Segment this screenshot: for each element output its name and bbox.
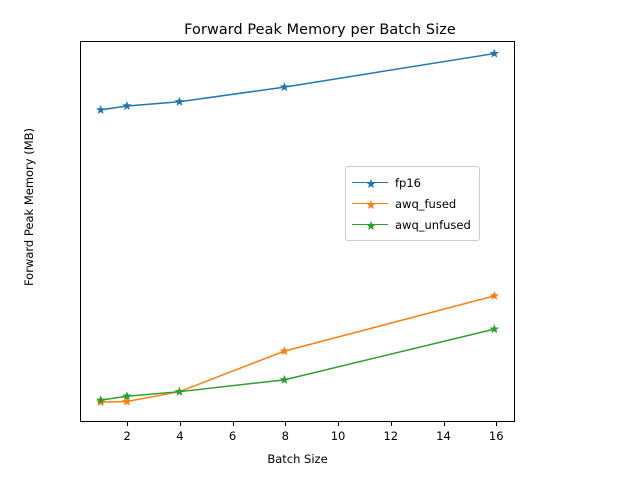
x-tick-label: 4 xyxy=(176,429,184,443)
data-point-marker xyxy=(279,374,290,384)
x-tick-label: 10 xyxy=(330,429,346,443)
legend-star-icon xyxy=(366,220,376,230)
chart-title: Forward Peak Memory per Batch Size xyxy=(184,22,456,38)
x-tick-mark xyxy=(232,422,234,426)
x-axis-label: Batch Size xyxy=(267,452,328,466)
legend-label: awq_unfused xyxy=(395,217,471,232)
x-tick-mark xyxy=(338,422,340,426)
x-tick-mark xyxy=(443,422,445,426)
x-tick-mark xyxy=(127,422,129,426)
data-point-marker xyxy=(174,96,185,106)
x-tick-label: 8 xyxy=(281,429,289,443)
data-point-marker xyxy=(279,82,290,92)
x-tick-label: 2 xyxy=(123,429,131,443)
series-line xyxy=(100,52,495,111)
legend-star-icon xyxy=(366,178,376,188)
legend-star-icon xyxy=(366,199,376,209)
legend-label: awq_fused xyxy=(395,196,457,211)
data-point-marker xyxy=(489,324,500,334)
series-line xyxy=(100,328,495,401)
data-point-marker xyxy=(174,386,185,396)
data-point-marker xyxy=(279,346,290,356)
data-point-marker xyxy=(95,104,106,114)
x-tick-label: 6 xyxy=(228,429,237,443)
x-tick-mark xyxy=(285,422,287,426)
plot-lines xyxy=(95,48,500,407)
data-point-marker xyxy=(489,290,500,300)
legend-item: fp16 xyxy=(352,172,471,193)
legend-item: awq_fused xyxy=(352,193,471,214)
x-tick-mark xyxy=(390,422,392,426)
x-tick-mark xyxy=(179,422,181,426)
legend-swatch xyxy=(352,219,388,231)
chart-legend: fp16 awq_fused awq_unfused xyxy=(345,166,480,241)
data-point-marker xyxy=(122,100,132,110)
x-tick-label: 16 xyxy=(488,429,504,443)
data-point-marker xyxy=(122,391,132,401)
y-axis-label: Forward Peak Memory (MB) xyxy=(22,127,36,287)
legend-swatch xyxy=(352,177,388,189)
legend-label: fp16 xyxy=(395,175,421,190)
legend-swatch xyxy=(352,198,388,210)
data-point-marker xyxy=(95,395,106,405)
x-tick-label: 12 xyxy=(383,429,399,443)
series-line xyxy=(100,295,495,403)
data-point-marker xyxy=(489,48,500,58)
plot-area: 600080001000012000140001600018000 246810… xyxy=(80,41,515,443)
legend-item: awq_unfused xyxy=(352,214,471,235)
x-tick-mark xyxy=(496,422,498,426)
x-tick-label: 14 xyxy=(436,429,451,443)
data-point-marker xyxy=(122,396,132,406)
